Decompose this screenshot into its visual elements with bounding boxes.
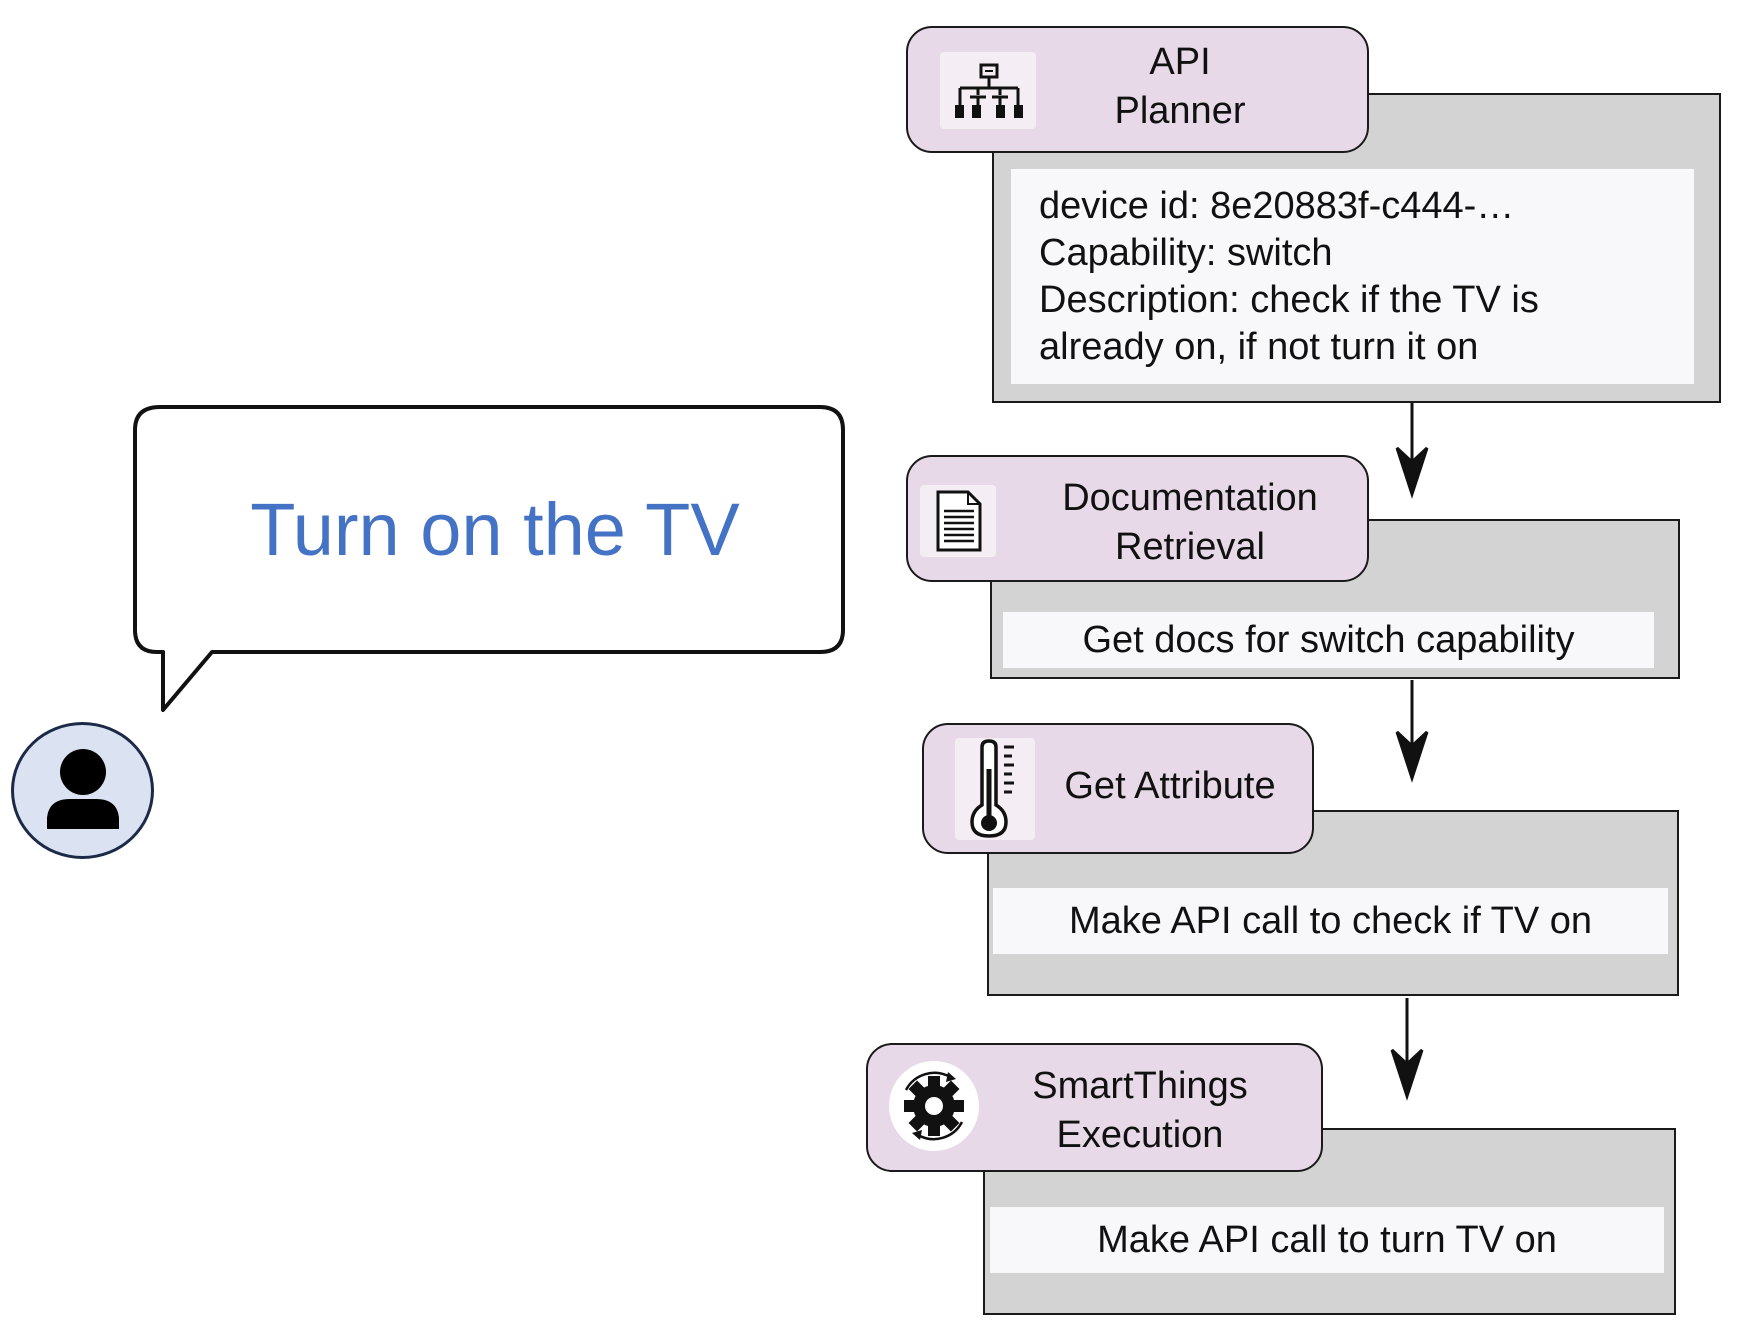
user-request-text: Turn on the TV bbox=[250, 488, 740, 571]
stage-title-line: SmartThings bbox=[1032, 1065, 1248, 1107]
stage-title-line: Retrieval bbox=[1115, 526, 1265, 568]
stage-title-line: Execution bbox=[1056, 1114, 1224, 1156]
detail-line: Capability: switch bbox=[1039, 232, 1333, 274]
detail-line: already on, if not turn it on bbox=[1039, 326, 1479, 368]
documentation-retrieval-details: Get docs for switch capability bbox=[1003, 612, 1654, 668]
flow-arrows bbox=[1390, 398, 1429, 1101]
sitemap-icon bbox=[940, 52, 1036, 129]
stage-title-line: Documentation bbox=[1062, 477, 1318, 519]
thermometer-icon bbox=[955, 738, 1035, 840]
stage-title: Documentation Retrieval bbox=[1020, 474, 1360, 572]
stage-title: Get Attribute bbox=[1064, 765, 1276, 807]
api-planner-details: device id: 8e20883f-c444-… Capability: s… bbox=[1011, 169, 1694, 384]
stage-title: SmartThings Execution bbox=[1000, 1062, 1280, 1160]
stage-title-line: Planner bbox=[1114, 90, 1246, 132]
person-icon bbox=[47, 749, 119, 829]
detail-line: Description: check if the TV is bbox=[1039, 279, 1539, 321]
get-attribute-details: Make API call to check if TV on bbox=[993, 888, 1668, 954]
smartthings-execution-details: Make API call to turn TV on bbox=[990, 1207, 1664, 1273]
user-avatar bbox=[11, 722, 154, 859]
stage-title-line: API bbox=[1149, 41, 1211, 83]
gear-cycle-icon bbox=[888, 1060, 980, 1152]
document-icon bbox=[920, 485, 996, 557]
detail-line: device id: 8e20883f-c444-… bbox=[1039, 185, 1515, 227]
stage-title: API Planner bbox=[1050, 38, 1310, 136]
